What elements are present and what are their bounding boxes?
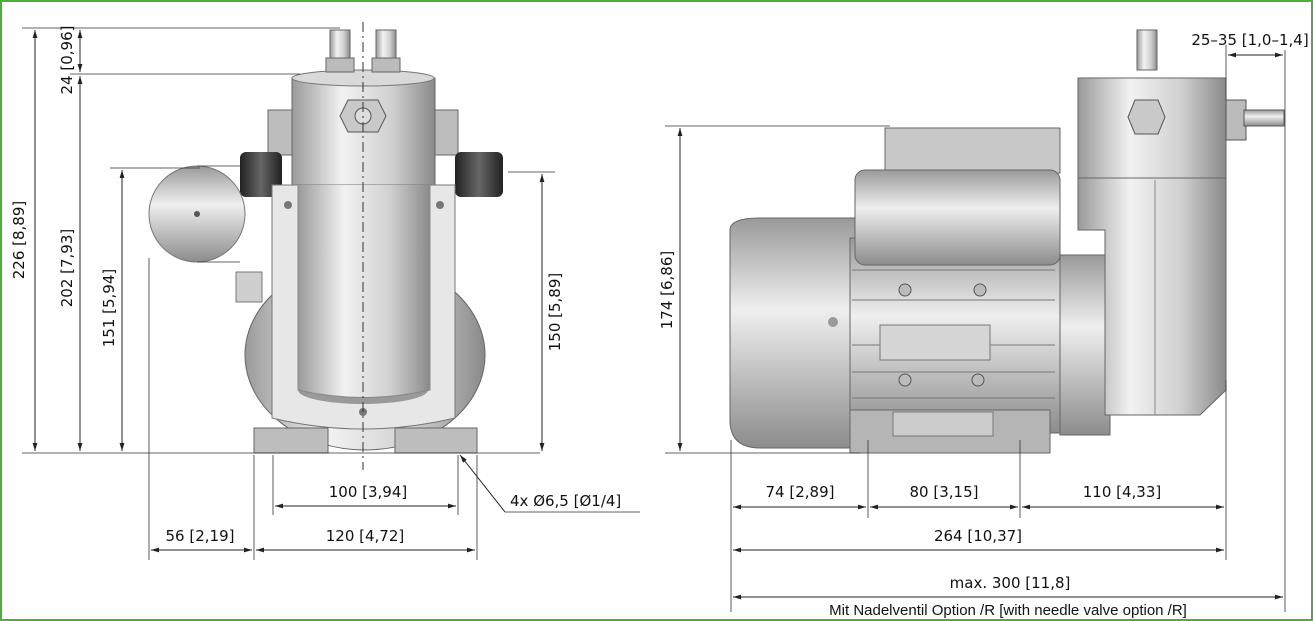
- dim-label-25-35: 25–35 [1,0–1,4]: [1191, 31, 1308, 49]
- side-view-pump: [729, 29, 1285, 454]
- dim-label-264: 264 [10,37]: [934, 527, 1022, 545]
- dim-label-150: 150 [5,89]: [546, 273, 564, 352]
- dim-label-74: 74 [2,89]: [766, 483, 835, 501]
- dim-label-56: 56 [2,19]: [166, 527, 235, 545]
- dim-label-174: 174 [6,86]: [658, 251, 676, 330]
- dim-label-24: 24 [0,96]: [58, 26, 76, 95]
- dim-label-110: 110 [4,33]: [1083, 483, 1162, 501]
- dim-label-120: 120 [4,72]: [326, 527, 405, 545]
- dim-label-80: 80 [3,15]: [910, 483, 979, 501]
- dim-label-max-300: max. 300 [11,8]: [950, 574, 1071, 592]
- front-view-dimensions: [22, 27, 640, 560]
- dim-label-151: 151 [5,94]: [100, 269, 118, 348]
- dim-label-202: 202 [7,93]: [58, 229, 76, 308]
- needle-valve-caption: Mit Nadelventil Option /R [with needle v…: [829, 602, 1187, 619]
- dim-label-100: 100 [3,94]: [329, 483, 408, 501]
- side-view-dimensions: [665, 45, 1286, 612]
- front-view-pump: [148, 22, 503, 470]
- dim-label-226: 226 [8,89]: [10, 201, 28, 280]
- holes-note: 4x Ø6,5 [Ø1/4]: [510, 492, 621, 510]
